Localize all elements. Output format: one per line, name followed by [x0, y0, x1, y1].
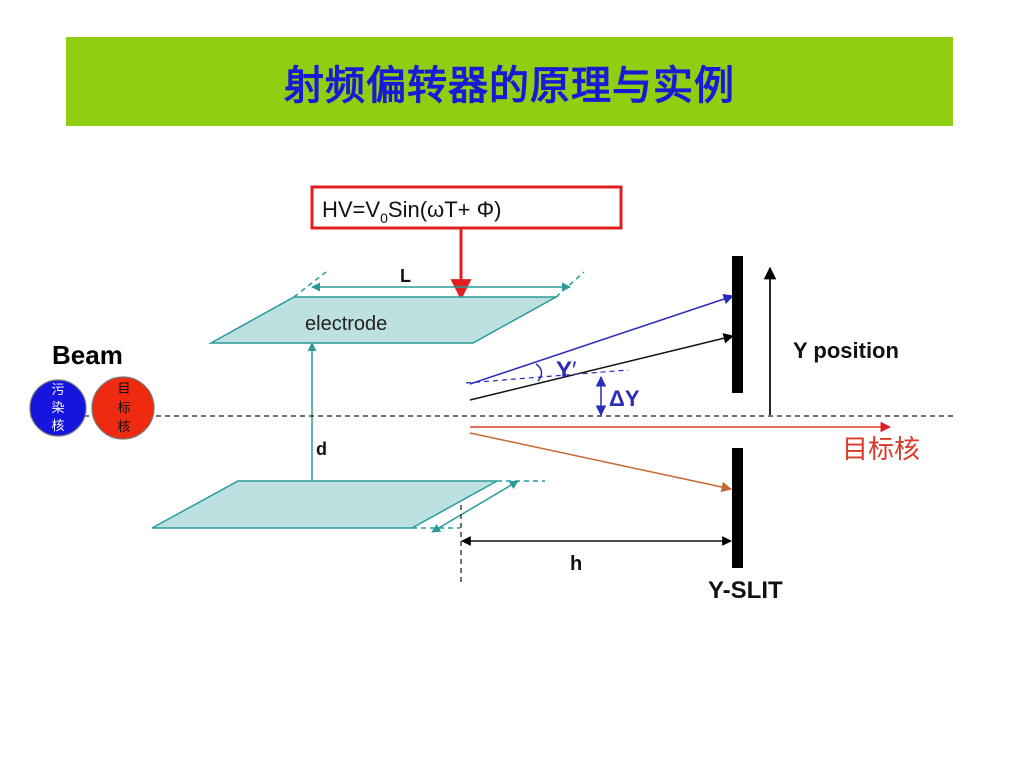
- target-nucleus-label: 目标核: [842, 435, 920, 465]
- slide-title: 射频偏转器的原理与实例: [284, 61, 735, 109]
- electrode-label: electrode: [305, 313, 387, 335]
- length-dim-guide-left: [293, 271, 327, 298]
- contaminant-char-3: 核: [51, 419, 64, 434]
- y-position-label: Y position: [793, 338, 899, 363]
- length-dim-guide-right: [555, 271, 585, 298]
- contaminant-char-2: 染: [51, 401, 64, 416]
- delta-y-label: ΔY: [609, 386, 640, 411]
- beam-label: Beam: [52, 340, 123, 370]
- target-char-2: 标: [117, 401, 130, 416]
- top-electrode-plate: [208, 296, 559, 344]
- drift-label: h: [570, 553, 582, 575]
- y-prime-label: Y′: [556, 357, 577, 384]
- target-ball: 目 标 核: [91, 376, 155, 440]
- contaminant-char-1: 污: [51, 383, 64, 398]
- gap-label: d: [316, 439, 327, 459]
- slit-lower-bar: [732, 448, 743, 568]
- hv-formula-box: [310, 185, 623, 230]
- target-char-1: 目: [117, 382, 130, 397]
- orange-deflected-ray: [469, 432, 733, 493]
- target-char-3: 核: [117, 420, 130, 435]
- bottom-electrode-plate: [151, 480, 498, 529]
- angle-arc: [535, 363, 543, 382]
- slit-upper-bar: [732, 256, 743, 393]
- length-label: L: [400, 266, 411, 286]
- black-deflected-ray: [469, 333, 735, 401]
- plate-edge-arrow: [431, 480, 519, 533]
- hv-formula: HV=V0Sin(ωT+ Φ): [322, 197, 501, 226]
- blue-deflected-ray: [469, 294, 734, 385]
- slit-label: Y-SLIT: [708, 577, 783, 604]
- contaminant-ball: 污 染 核: [29, 379, 87, 437]
- blue-reference-line: [465, 369, 629, 384]
- title-bar: 射频偏转器的原理与实例: [66, 37, 953, 126]
